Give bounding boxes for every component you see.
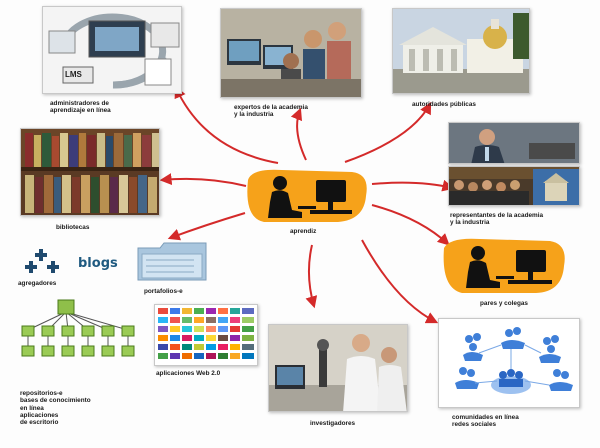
experts-photo-icon xyxy=(221,9,361,97)
web20-logos-image xyxy=(154,304,258,366)
lms-image: LMS xyxy=(42,6,182,94)
arrow-to-comunidades xyxy=(361,239,439,324)
node-comunidades: comunidades en línea redes sociales xyxy=(438,318,584,438)
folder-icon xyxy=(137,242,207,281)
node-aplicaciones-label: aplicaciones Web 2.0 xyxy=(156,370,221,377)
node-expertos: expertos de la academia y la industria xyxy=(220,8,366,120)
speaker-photo-icon xyxy=(449,123,579,163)
node-bibliotecas-label: bibliotecas xyxy=(56,224,90,231)
learner-at-computer-icon xyxy=(247,169,367,222)
node-investigadores-label: investigadores xyxy=(310,420,356,427)
library-shelves-icon xyxy=(21,129,159,215)
comunidades-image xyxy=(438,318,580,408)
representantes-image-top xyxy=(448,122,580,164)
expertos-image xyxy=(220,8,362,98)
node-repositorios-label: repositorios-e bases de conocimiento en … xyxy=(20,390,91,427)
researchers-lab-photo-icon xyxy=(269,325,407,411)
node-aplicaciones: aplicaciones Web 2.0 xyxy=(150,304,262,390)
node-agregadores: blogs agregadores xyxy=(14,248,124,296)
aggregator-plus-icons xyxy=(25,249,59,273)
lms-badge: LMS xyxy=(65,70,82,79)
web20-logos-grid-icon xyxy=(158,308,254,359)
node-portafolios: portafolios-e xyxy=(134,240,216,298)
audience-photo-icon xyxy=(449,167,579,205)
node-autoridades: autoridades públicas xyxy=(392,8,532,114)
arrow-to-portafolios xyxy=(167,212,246,241)
node-agregadores-label: agregadores xyxy=(18,280,57,287)
node-expertos-label: expertos de la academia y la industria xyxy=(234,104,308,119)
node-lms-label: administradores de aprendizaje en línea xyxy=(50,100,111,115)
node-portafolios-label: portafolios-e xyxy=(144,288,183,295)
node-comunidades-label: comunidades en línea redes sociales xyxy=(452,414,519,429)
node-representantes-label: representantes de la academia y la indus… xyxy=(450,212,544,227)
node-aprendiz-label: aprendiz xyxy=(290,228,317,235)
arrow-to-investigadores xyxy=(305,244,318,309)
peers-at-computer-icon xyxy=(443,238,565,293)
government-building-icon xyxy=(393,9,529,93)
repository-network-icon xyxy=(21,299,135,357)
node-pares: pares y colegas xyxy=(440,236,572,310)
arrow-to-representantes xyxy=(371,179,455,192)
lms-diagram-icon xyxy=(48,13,180,89)
autoridades-image xyxy=(392,8,530,94)
representantes-image-bottom xyxy=(448,166,580,206)
node-representantes: representantes de la academia y la indus… xyxy=(448,122,586,232)
arrow-to-bibliotecas xyxy=(159,173,247,187)
social-network-people-icon xyxy=(455,327,573,394)
node-pares-label: pares y colegas xyxy=(480,300,528,307)
blogs-text: blogs xyxy=(78,256,118,271)
arrow-to-pares xyxy=(371,204,450,246)
node-autoridades-label: autoridades públicas xyxy=(412,101,476,108)
node-lms: LMS administradores de aprendizaje en lí… xyxy=(36,6,186,122)
node-bibliotecas: bibliotecas xyxy=(20,128,164,236)
node-aprendiz: aprendiz xyxy=(242,166,372,236)
investigadores-image xyxy=(268,324,408,412)
node-repositorios: repositorios-e bases de conocimiento en … xyxy=(14,298,144,444)
node-investigadores: investigadores xyxy=(268,324,412,440)
bibliotecas-image xyxy=(20,128,160,216)
